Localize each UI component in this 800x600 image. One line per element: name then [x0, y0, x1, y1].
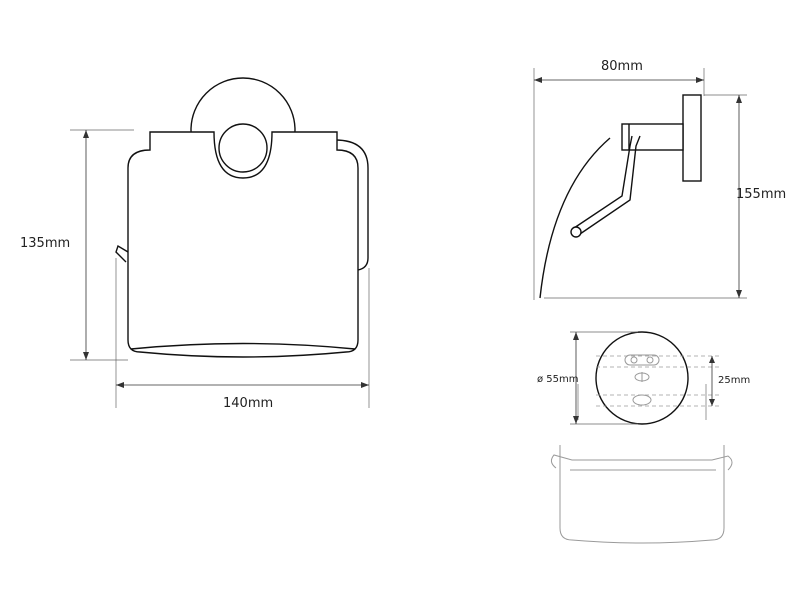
- side-height-arrow-top: [736, 95, 742, 103]
- mount-side-lines: [577, 384, 707, 420]
- side-depth-label: 80mm: [601, 59, 643, 74]
- side-depth-arrow-left: [534, 77, 542, 83]
- side-spindle-inner: [579, 135, 641, 235]
- mount-offset-arrow-top: [709, 356, 715, 363]
- side-view: 80mm 155mm: [533, 59, 786, 300]
- front-width-label: 140mm: [223, 396, 273, 411]
- side-height-label: 155mm: [736, 187, 786, 202]
- side-arm-block: [621, 123, 684, 151]
- front-cover-plate: [127, 131, 359, 358]
- side-height-arrow-bottom: [736, 290, 742, 298]
- front-height-arrow-bottom: [83, 352, 89, 360]
- front-width-arrow-left: [116, 382, 124, 388]
- side-spindle-tip: [570, 226, 582, 238]
- mount-top-hole-right: [646, 356, 654, 364]
- front-height-arrow-top: [83, 130, 89, 138]
- mount-diameter-label: ø 55mm: [537, 374, 579, 385]
- front-hinge-arm: [334, 139, 369, 271]
- mount-dia-arrow-bottom: [573, 416, 579, 424]
- mount-offset-arrow-bottom: [709, 399, 715, 406]
- mount-top-hole-left: [630, 356, 638, 364]
- side-depth-arrow-right: [696, 77, 704, 83]
- mount-top-slot: [624, 354, 660, 366]
- front-left-clip: [115, 244, 129, 263]
- side-cover-curve: [539, 137, 611, 299]
- front-view: 135mm 140mm: [20, 77, 370, 411]
- side-wall-plate: [682, 94, 702, 182]
- front-bracket-knob: [218, 123, 268, 173]
- mount-spindle-bar: [550, 454, 733, 471]
- mount-dia-arrow-top: [573, 332, 579, 340]
- front-cover-rim: [130, 342, 356, 350]
- front-height-label: 135mm: [20, 236, 70, 251]
- mount-view: ø 55mm 25mm: [537, 331, 750, 544]
- mount-offset-label: 25mm: [718, 375, 750, 386]
- side-spindle-outer: [573, 135, 633, 229]
- front-width-arrow-right: [361, 382, 369, 388]
